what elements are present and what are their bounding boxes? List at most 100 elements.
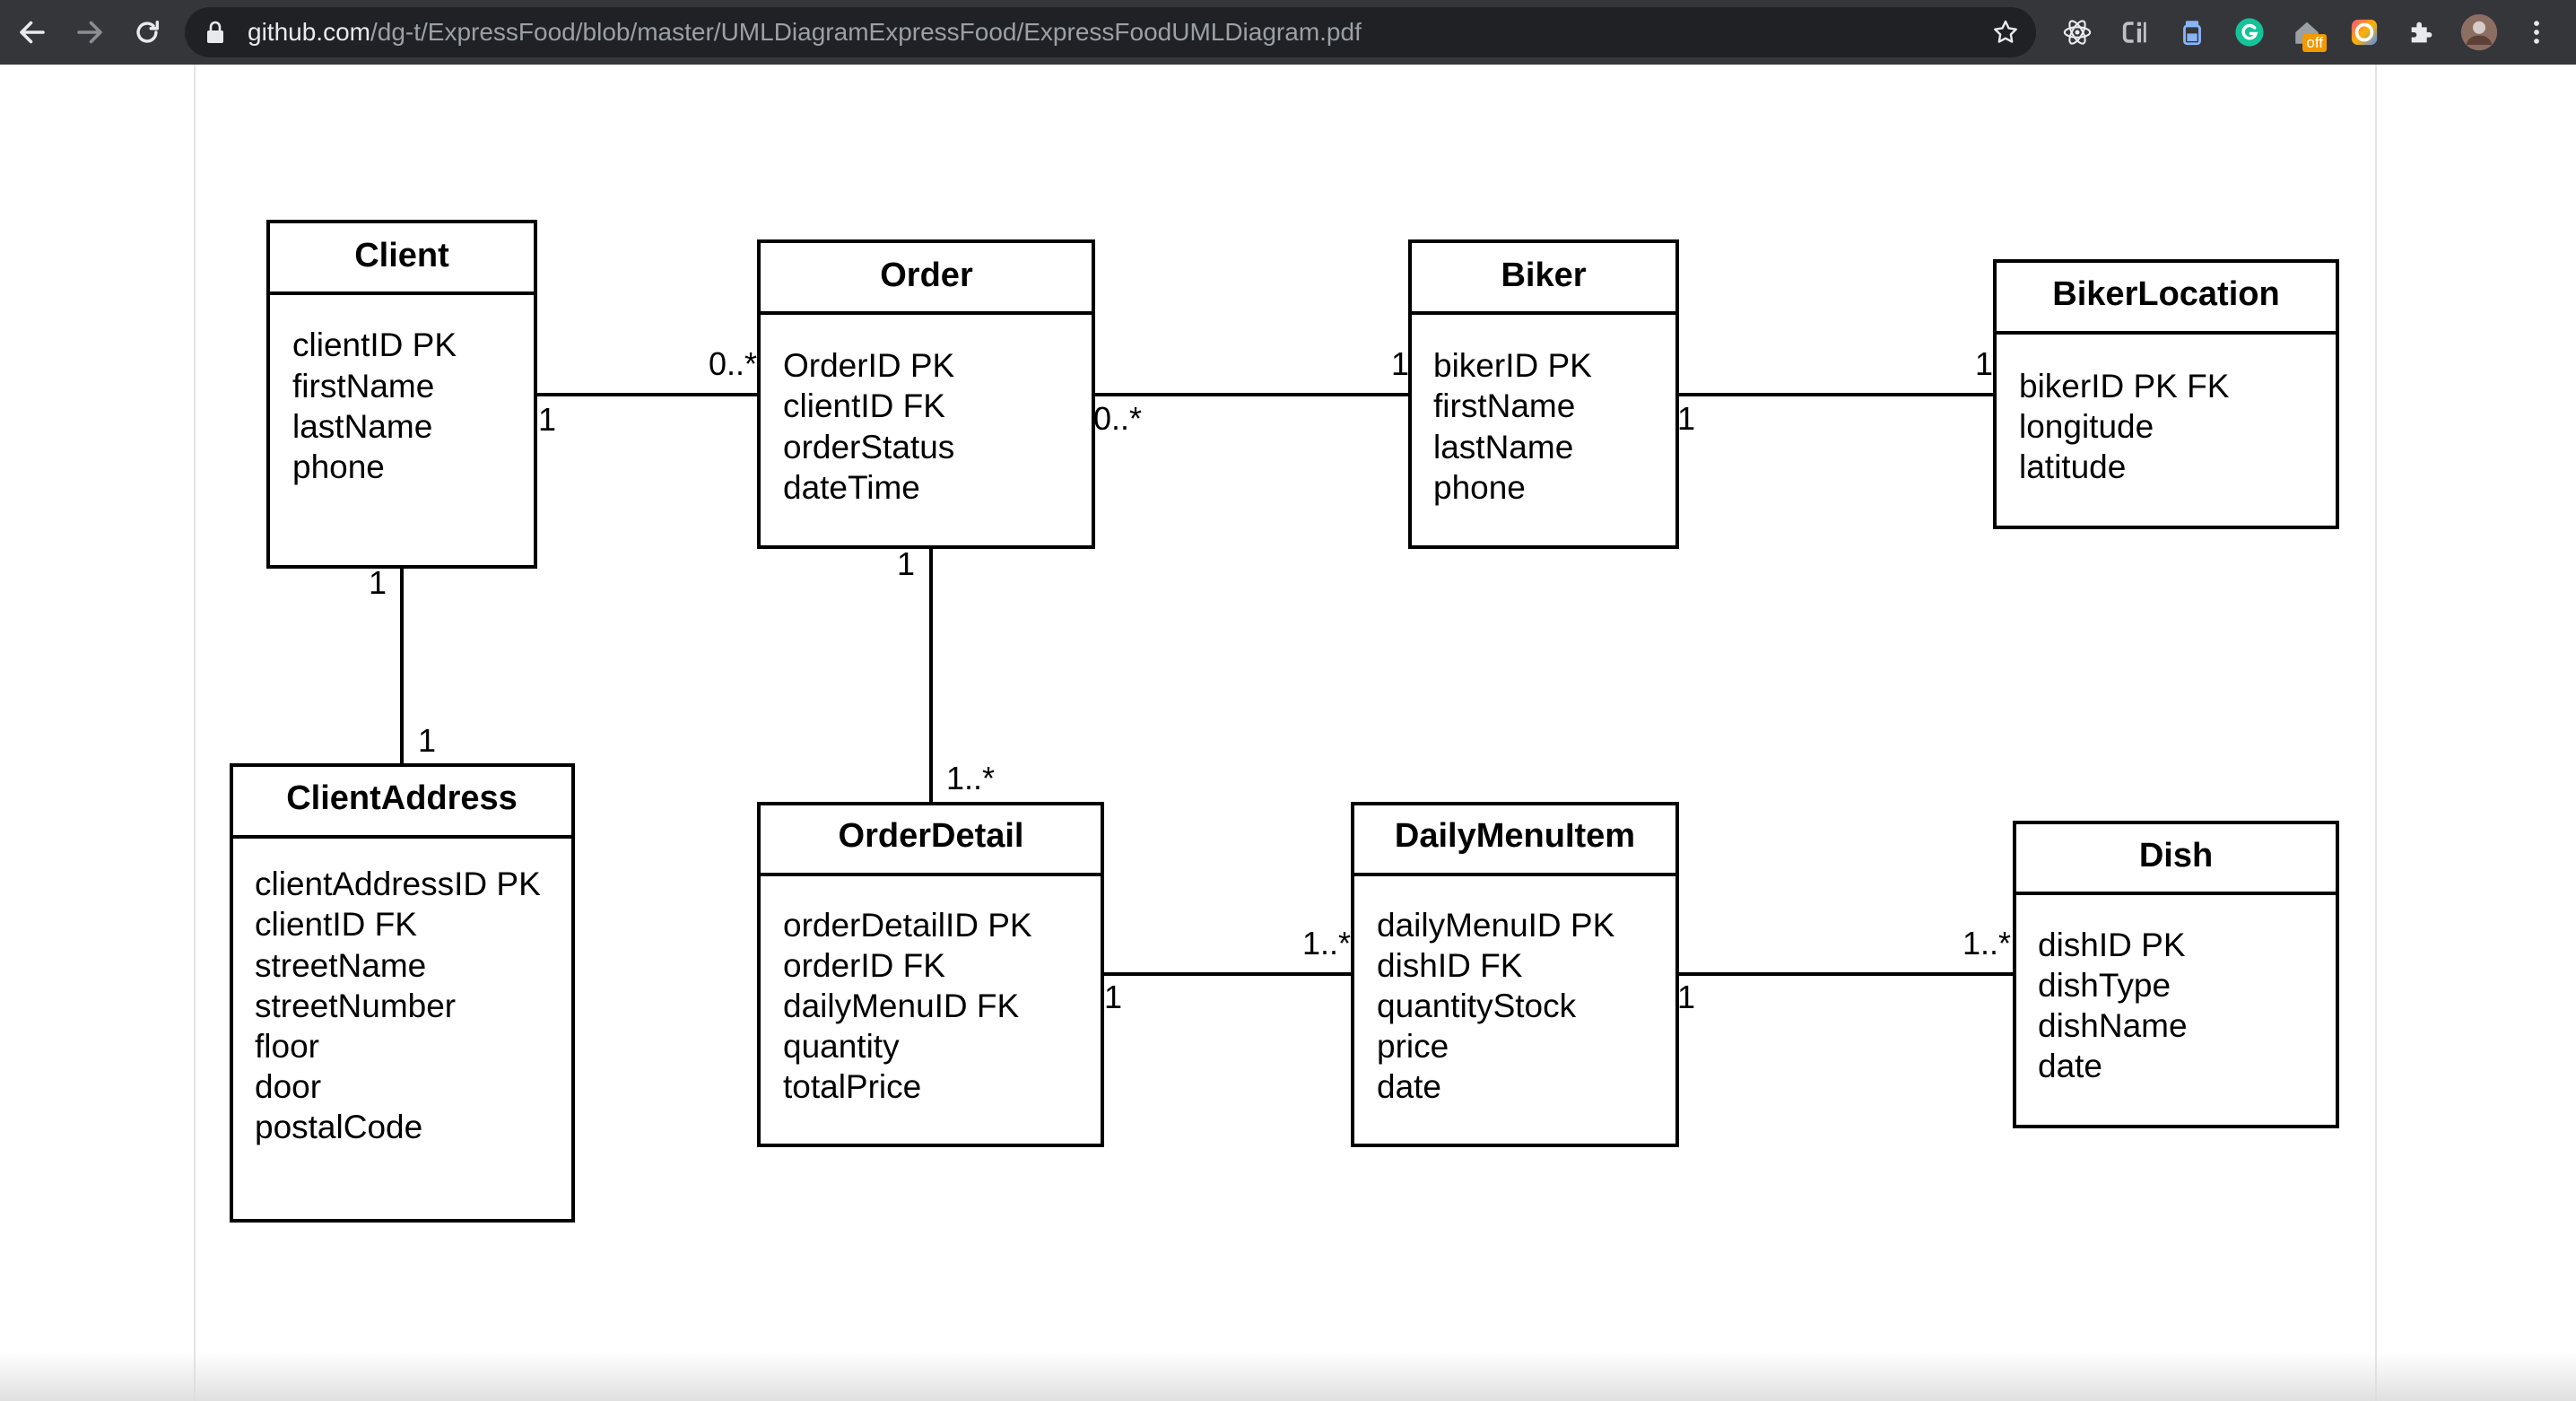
multiplicity-label: 1: [1104, 979, 1122, 1015]
class-attribute: dateTime: [783, 469, 920, 506]
multiplicity-label: 1: [1391, 345, 1409, 382]
class-biker: Biker bikerID PK firstName lastName phon…: [1408, 239, 1679, 549]
class-name: Biker: [1501, 257, 1586, 294]
kebab-menu-icon: [2534, 21, 2539, 44]
class-name: ClientAddress: [286, 779, 518, 817]
class-attribute: lastName: [1433, 429, 1573, 466]
class-attribute: door: [255, 1068, 321, 1105]
ring-extension-button[interactable]: [2345, 13, 2384, 52]
ci-extension-button[interactable]: [2115, 13, 2154, 52]
class-attribute: dishID FK: [1377, 947, 1523, 984]
class-attribute: firstName: [292, 368, 434, 405]
avatar: [2460, 13, 2498, 51]
class-attribute: orderID FK: [783, 947, 945, 984]
page-bottom-shadow: [0, 1353, 2576, 1401]
back-button[interactable]: [13, 13, 52, 52]
multiplicity-label: 1: [1975, 345, 1993, 382]
class-name: Order: [880, 257, 973, 294]
star-icon[interactable]: [1991, 18, 2020, 47]
class-attribute: dailyMenuID FK: [783, 988, 1020, 1024]
class-name: OrderDetail: [839, 817, 1024, 855]
grammarly-extension-button[interactable]: [2230, 13, 2269, 52]
url-path: /dg-t/ExpressFood/blob/master/UMLDiagram…: [370, 18, 1362, 46]
class-attribute: firstName: [1433, 387, 1575, 424]
class-name: DailyMenuItem: [1395, 817, 1635, 855]
class-name: Client: [354, 237, 449, 274]
association-lines: [400, 393, 2014, 976]
react-icon: [2063, 20, 2092, 45]
class-box: [757, 802, 1104, 1147]
profile-button[interactable]: [2459, 13, 2499, 52]
multiplicity-label: 1..*: [1302, 925, 1351, 962]
class-attribute: price: [1377, 1028, 1449, 1065]
class-attribute: floor: [255, 1028, 319, 1065]
class-attribute: orderStatus: [783, 429, 954, 466]
class-orderdetail: OrderDetail orderDetailID PK orderID FK …: [757, 802, 1104, 1147]
class-attribute: date: [1377, 1068, 1441, 1105]
reload-button[interactable]: [127, 13, 167, 52]
class-attribute: postalCode: [255, 1109, 422, 1145]
url-host: github.com: [248, 18, 370, 46]
class-attribute: longitude: [2019, 408, 2154, 445]
class-attribute: phone: [1433, 469, 1526, 506]
class-attribute: bikerID PK FK: [2019, 368, 2230, 405]
multiplicity-label: 1..*: [946, 760, 995, 796]
multiplicity-label: 0..*: [709, 345, 757, 382]
grammarly-icon: [2235, 18, 2264, 47]
class-dish: Dish dishID PK dishType dishName date: [2013, 821, 2339, 1128]
arrow-left-icon: [20, 21, 45, 44]
multiplicity-label: 1: [369, 564, 387, 601]
class-attribute: clientID PK: [292, 326, 457, 363]
class-attribute: dishName: [2038, 1007, 2188, 1044]
forward-button[interactable]: [70, 13, 109, 52]
class-order: Order OrderID PK clientID FK orderStatus…: [757, 239, 1095, 549]
multiplicity-label: 1..*: [1962, 925, 2011, 962]
reload-icon: [136, 20, 160, 43]
ring-icon: [2351, 19, 2378, 46]
browser-menu-button[interactable]: [2517, 13, 2556, 52]
ci-icon: [2122, 22, 2146, 43]
class-attribute: bikerID PK: [1433, 347, 1592, 384]
url-text[interactable]: github.com/dg-t/ExpressFood/blob/master/…: [248, 7, 1362, 57]
class-attribute: clientAddressID PK: [255, 866, 541, 902]
multiplicity-label: 1: [897, 545, 915, 582]
class-attribute: phone: [292, 448, 385, 485]
class-attribute: dailyMenuID PK: [1377, 907, 1615, 944]
class-attribute: OrderID PK: [783, 347, 955, 384]
class-clientaddress: ClientAddress clientAddressID PK clientI…: [230, 763, 575, 1223]
puzzle-icon: [2411, 22, 2432, 43]
class-attribute: streetNumber: [255, 988, 456, 1024]
class-name: BikerLocation: [2052, 275, 2279, 313]
class-attribute: quantityStock: [1377, 988, 1577, 1024]
bottle-extension-button[interactable]: [2172, 13, 2212, 52]
extensions-button[interactable]: [2402, 13, 2441, 52]
multiplicity-label: 1: [418, 722, 436, 759]
class-attribute: dishID PK: [2038, 927, 2186, 963]
home-extension-button[interactable]: off: [2287, 13, 2327, 52]
class-attribute: totalPrice: [783, 1068, 921, 1105]
class-client: Client clientID PK firstName lastName ph…: [266, 220, 537, 569]
class-box: [230, 763, 575, 1223]
class-attribute: orderDetailID PK: [783, 907, 1032, 944]
lock-icon: [207, 21, 223, 43]
address-bar[interactable]: github.com/dg-t/ExpressFood/blob/master/…: [185, 7, 2036, 57]
class-attribute: latitude: [2019, 448, 2126, 485]
multiplicity-label: 1: [1677, 400, 1695, 437]
class-box: [266, 220, 537, 569]
multiplicity-label: 1: [538, 401, 556, 438]
class-attribute: clientID FK: [255, 906, 417, 943]
bottle-icon: [2183, 21, 2201, 46]
class-dailymenuitem: DailyMenuItem dailyMenuID PK dishID FK q…: [1351, 802, 1679, 1147]
arrow-right-icon: [77, 21, 102, 44]
class-name: Dish: [2139, 837, 2213, 875]
multiplicity-label: 0..*: [1093, 400, 1142, 437]
class-attribute: streetName: [255, 947, 426, 984]
class-bikerlocation: BikerLocation bikerID PK FK longitude la…: [1993, 259, 2339, 529]
react-extension-button[interactable]: [2058, 13, 2097, 52]
class-box: [1993, 259, 2339, 529]
class-attribute: dishType: [2038, 967, 2171, 1004]
browser-toolbar: github.com/dg-t/ExpressFood/blob/master/…: [0, 0, 2576, 65]
extension-badge: off: [2302, 34, 2327, 52]
class-box: [1351, 802, 1679, 1147]
